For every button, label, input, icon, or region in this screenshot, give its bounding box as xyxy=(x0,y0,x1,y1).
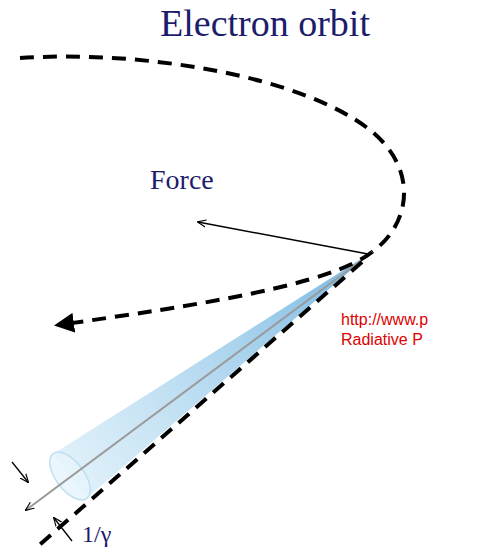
orbit-tangent xyxy=(36,262,362,548)
angle-marker xyxy=(12,462,28,482)
force-label: Force xyxy=(150,166,214,194)
electron-orbit xyxy=(20,57,404,252)
force-arrow xyxy=(198,222,368,254)
cone-end xyxy=(42,445,98,507)
beam-axis xyxy=(26,254,370,510)
source-note: Radiative P xyxy=(341,332,423,348)
orbit-label: Electron orbit xyxy=(160,4,370,42)
electron-orbit xyxy=(58,252,372,325)
angle-marker xyxy=(54,518,72,541)
source-note: http://www.p xyxy=(341,312,428,328)
angle-label: 1/γ xyxy=(82,522,111,546)
